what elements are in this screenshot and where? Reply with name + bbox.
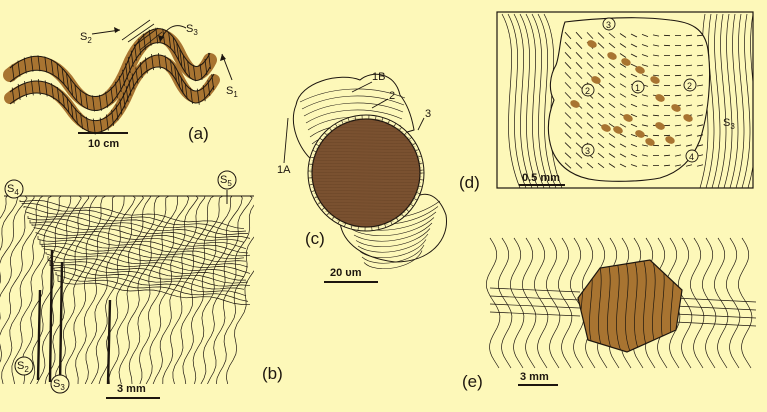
panel-e: 3 mm (e)	[462, 238, 756, 391]
crenulation-line	[91, 196, 143, 384]
c-scale-label: 20 υm	[330, 267, 362, 279]
panel-d: 3 2 1 2 3 4 S3 0.5 mm (d)	[459, 12, 756, 192]
crenulation-line	[12, 196, 61, 384]
b-panel-label: (b)	[262, 364, 283, 383]
d-panel-label: (d)	[459, 173, 480, 192]
vein	[50, 250, 52, 382]
crenulation-line	[522, 238, 536, 368]
crenulation-lines	[0, 196, 277, 384]
s2-arrowhead	[114, 27, 120, 33]
fold-layers	[10, 20, 214, 135]
crenulation-line	[201, 196, 252, 384]
porphyroblast-outline	[548, 18, 709, 181]
crenulation-line	[173, 196, 223, 384]
d-zone2-right: 2	[687, 81, 692, 91]
crenulation-line	[0, 196, 18, 384]
e-panel-label: (e)	[462, 372, 483, 391]
cleavage-line	[44, 248, 244, 277]
crenulation-line	[0, 196, 43, 384]
d-scale-label: 0.5 mm	[522, 172, 560, 184]
crenulation-line	[726, 238, 740, 368]
crenulation-line	[226, 196, 277, 384]
a-scale-label: 10 cm	[88, 138, 119, 150]
a-s3-label: S3	[186, 23, 198, 37]
crenulation-line	[714, 238, 728, 368]
e-scale-label: 3 mm	[520, 371, 549, 383]
vein	[108, 300, 110, 384]
crenulation-line	[2, 196, 52, 384]
d-zone2-left: 2	[585, 86, 590, 96]
crenulation-line	[510, 238, 524, 368]
3-arrow	[418, 118, 424, 130]
c-panel-label: (c)	[305, 229, 325, 248]
porphyroblast	[578, 260, 682, 352]
c-1b-label: 1B	[372, 71, 385, 83]
a-s1-label: S1	[226, 85, 238, 99]
d-zone3-bottom: 3	[585, 146, 590, 156]
1a-arrow	[284, 118, 288, 163]
crenulation-line	[702, 238, 716, 368]
s1-arrowhead	[220, 54, 226, 61]
vein	[38, 290, 40, 380]
d-zone3-top: 3	[606, 20, 611, 30]
crenulation-line	[207, 196, 259, 384]
crenulation-line	[153, 196, 205, 384]
a-s2-label: S2	[80, 31, 92, 45]
panel-b: S4 S5 S2 S3 3 mm (b)	[0, 171, 283, 398]
d-zone4: 4	[689, 152, 694, 162]
crenulation-line	[498, 238, 512, 368]
d-zone1: 1	[635, 83, 640, 93]
crenulation-line	[534, 238, 548, 368]
crenulation-line	[546, 238, 560, 368]
crenulation-line	[0, 196, 34, 384]
c-3-label: 3	[425, 108, 431, 120]
c-2-label: 2	[389, 90, 395, 102]
panel-a: S2 S3 S1 10 cm (a)	[10, 20, 238, 150]
crenulation-line	[486, 238, 500, 368]
crenulation-line	[76, 196, 125, 384]
a-panel-label: (a)	[188, 124, 209, 143]
cleavage-line	[58, 276, 250, 305]
crenulation-line	[738, 238, 752, 368]
c-1a-label: 1A	[277, 164, 291, 176]
panel-c: 1B 2 3 1A (c) 20 υm	[277, 71, 447, 282]
crenulation-line	[690, 238, 704, 368]
crenulation-line	[558, 238, 572, 368]
b-scale-label: 3 mm	[117, 383, 146, 395]
